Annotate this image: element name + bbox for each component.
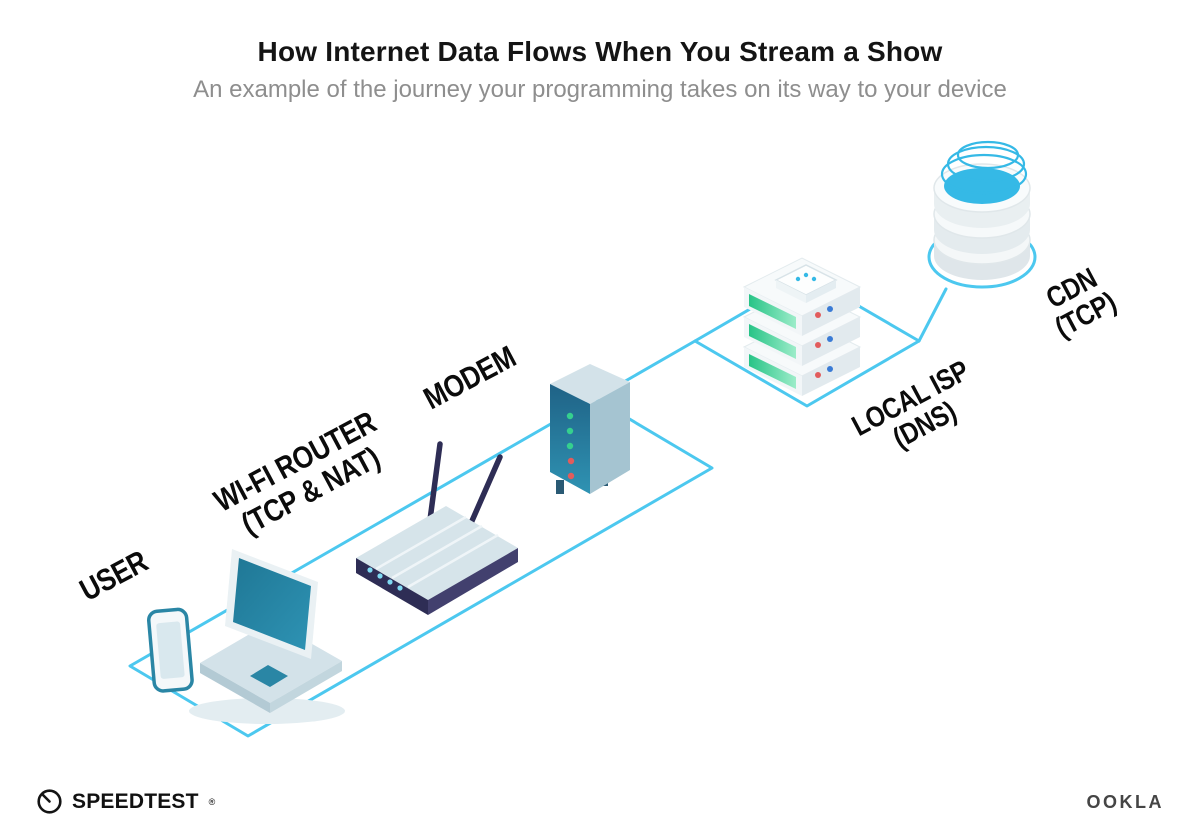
page-subtitle: An example of the journey your programmi… — [193, 76, 1007, 103]
modem-leds — [566, 412, 575, 480]
ookla-wordmark: OOKLA — [1086, 792, 1164, 812]
modem-icon — [550, 364, 630, 494]
cdn-database-icon — [933, 140, 1031, 280]
laptop-display — [233, 558, 311, 650]
router-side — [428, 548, 518, 615]
track-outline — [128, 339, 714, 738]
speedtest-gauge-icon — [37, 789, 62, 814]
wifi-router-icon — [356, 441, 518, 615]
speedtest-trademark: ® — [208, 796, 216, 807]
modem-front — [550, 384, 590, 494]
cdn-rings — [940, 140, 1028, 195]
router-front — [356, 558, 428, 615]
modem-side — [590, 382, 630, 494]
speedtest-wordmark: SPEEDTEST — [72, 789, 199, 813]
user-phone-icon — [147, 607, 194, 693]
isp-control-panel — [774, 264, 838, 303]
user-laptop-icon — [189, 549, 345, 724]
cdn-link — [917, 287, 948, 343]
router-grooves — [375, 515, 499, 589]
page-title: How Internet Data Flows When You Stream … — [257, 36, 943, 67]
router-leds — [367, 567, 403, 591]
speedtest-logo: SPEEDTEST ® — [36, 788, 215, 815]
router-antenna-right — [465, 454, 503, 533]
isp-server-stack-icon — [742, 257, 862, 396]
laptop-trackpad — [250, 665, 288, 687]
